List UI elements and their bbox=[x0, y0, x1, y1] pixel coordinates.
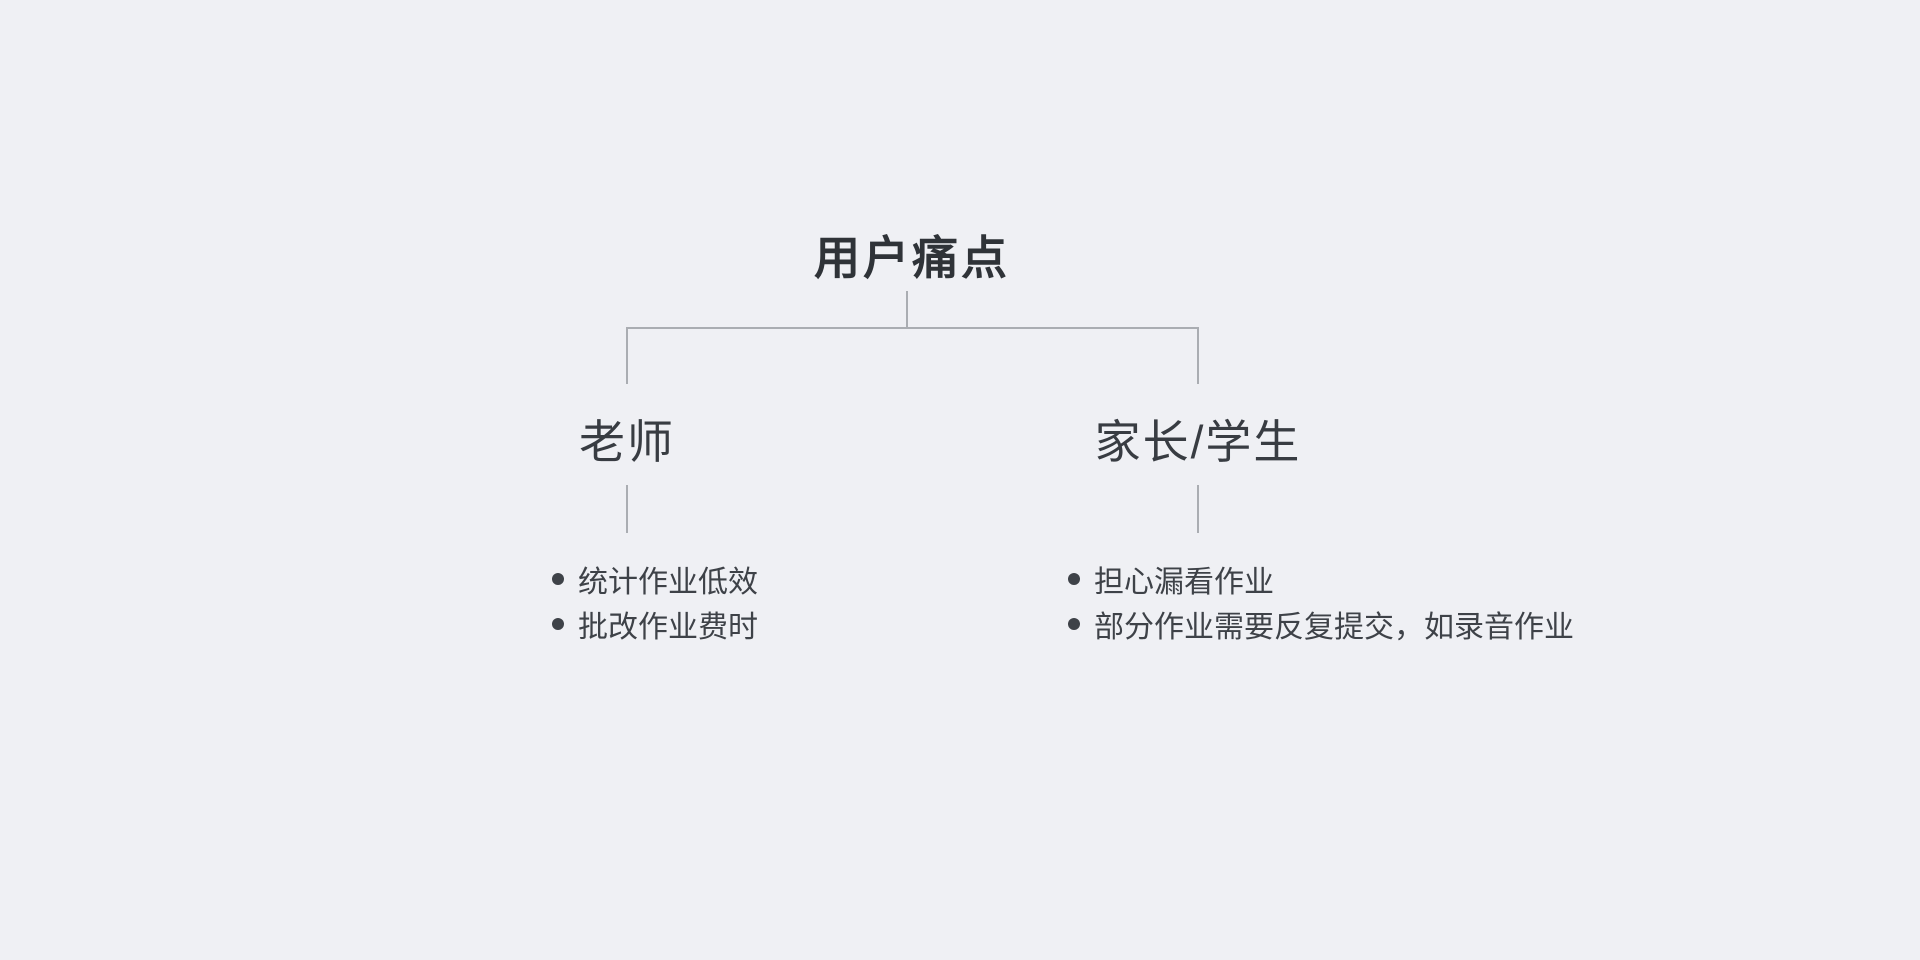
connector-teacher-stem bbox=[626, 485, 628, 533]
connector-right-drop bbox=[1197, 327, 1199, 384]
list-item: 批改作业费时 bbox=[552, 601, 758, 646]
teacher-pain-point-list: 统计作业低效 批改作业费时 bbox=[552, 556, 758, 646]
list-item: 部分作业需要反复提交，如录音作业 bbox=[1068, 601, 1574, 646]
connector-left-drop bbox=[626, 327, 628, 384]
bullet-icon bbox=[552, 572, 564, 585]
bullet-icon bbox=[1068, 572, 1080, 585]
bullet-icon bbox=[552, 617, 564, 630]
connector-parent-student-stem bbox=[1197, 485, 1199, 533]
bullet-icon bbox=[1068, 617, 1080, 630]
diagram-title: 用户痛点 bbox=[814, 232, 1010, 284]
list-item-label: 批改作业费时 bbox=[578, 610, 758, 644]
branch-label-teacher: 老师 bbox=[579, 416, 675, 468]
connector-title-stem bbox=[906, 291, 908, 329]
list-item-label: 统计作业低效 bbox=[578, 565, 758, 599]
parent-student-pain-point-list: 担心漏看作业 部分作业需要反复提交，如录音作业 bbox=[1068, 556, 1574, 646]
list-item: 担心漏看作业 bbox=[1068, 556, 1574, 601]
branch-label-parent-student: 家长/学生 bbox=[1094, 416, 1302, 468]
connector-horizontal bbox=[627, 327, 1199, 329]
list-item-label: 部分作业需要反复提交，如录音作业 bbox=[1094, 610, 1574, 644]
list-item-label: 担心漏看作业 bbox=[1094, 565, 1274, 599]
list-item: 统计作业低效 bbox=[552, 556, 758, 601]
